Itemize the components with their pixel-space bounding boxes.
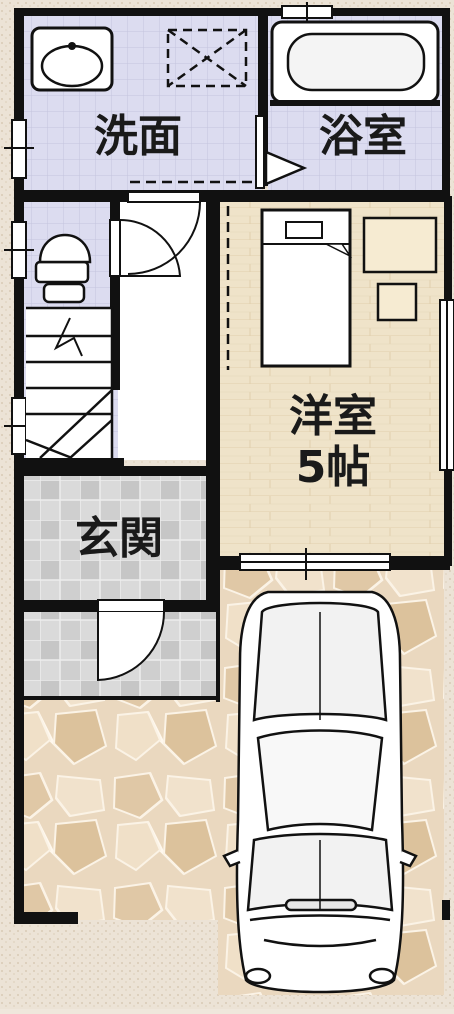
washbasin (30, 26, 114, 92)
desk (362, 216, 438, 274)
western-room-label-line2: 5帖 (295, 441, 371, 493)
toilet-door (109, 218, 182, 277)
hall-floor (118, 200, 218, 460)
entrance-door (97, 599, 165, 682)
western-room-label: 洋室 5帖 (268, 391, 398, 493)
washroom-bath-door (255, 115, 308, 189)
car (222, 590, 418, 994)
bathroom-label: 浴室 (319, 111, 407, 162)
staircase (25, 306, 114, 460)
western-room-door (127, 191, 201, 275)
entrance-floor (22, 468, 218, 604)
windows (4, 2, 454, 580)
western-room-label-line1: 洋室 (289, 391, 377, 442)
bed (260, 208, 353, 368)
entrance-label: 玄関 (75, 513, 163, 564)
paving-left (22, 700, 240, 920)
toilet (34, 233, 92, 304)
chair (376, 282, 418, 322)
washing-machine-space (166, 28, 248, 88)
washroom-label: 洗面 (94, 111, 182, 162)
bathtub (270, 20, 440, 106)
